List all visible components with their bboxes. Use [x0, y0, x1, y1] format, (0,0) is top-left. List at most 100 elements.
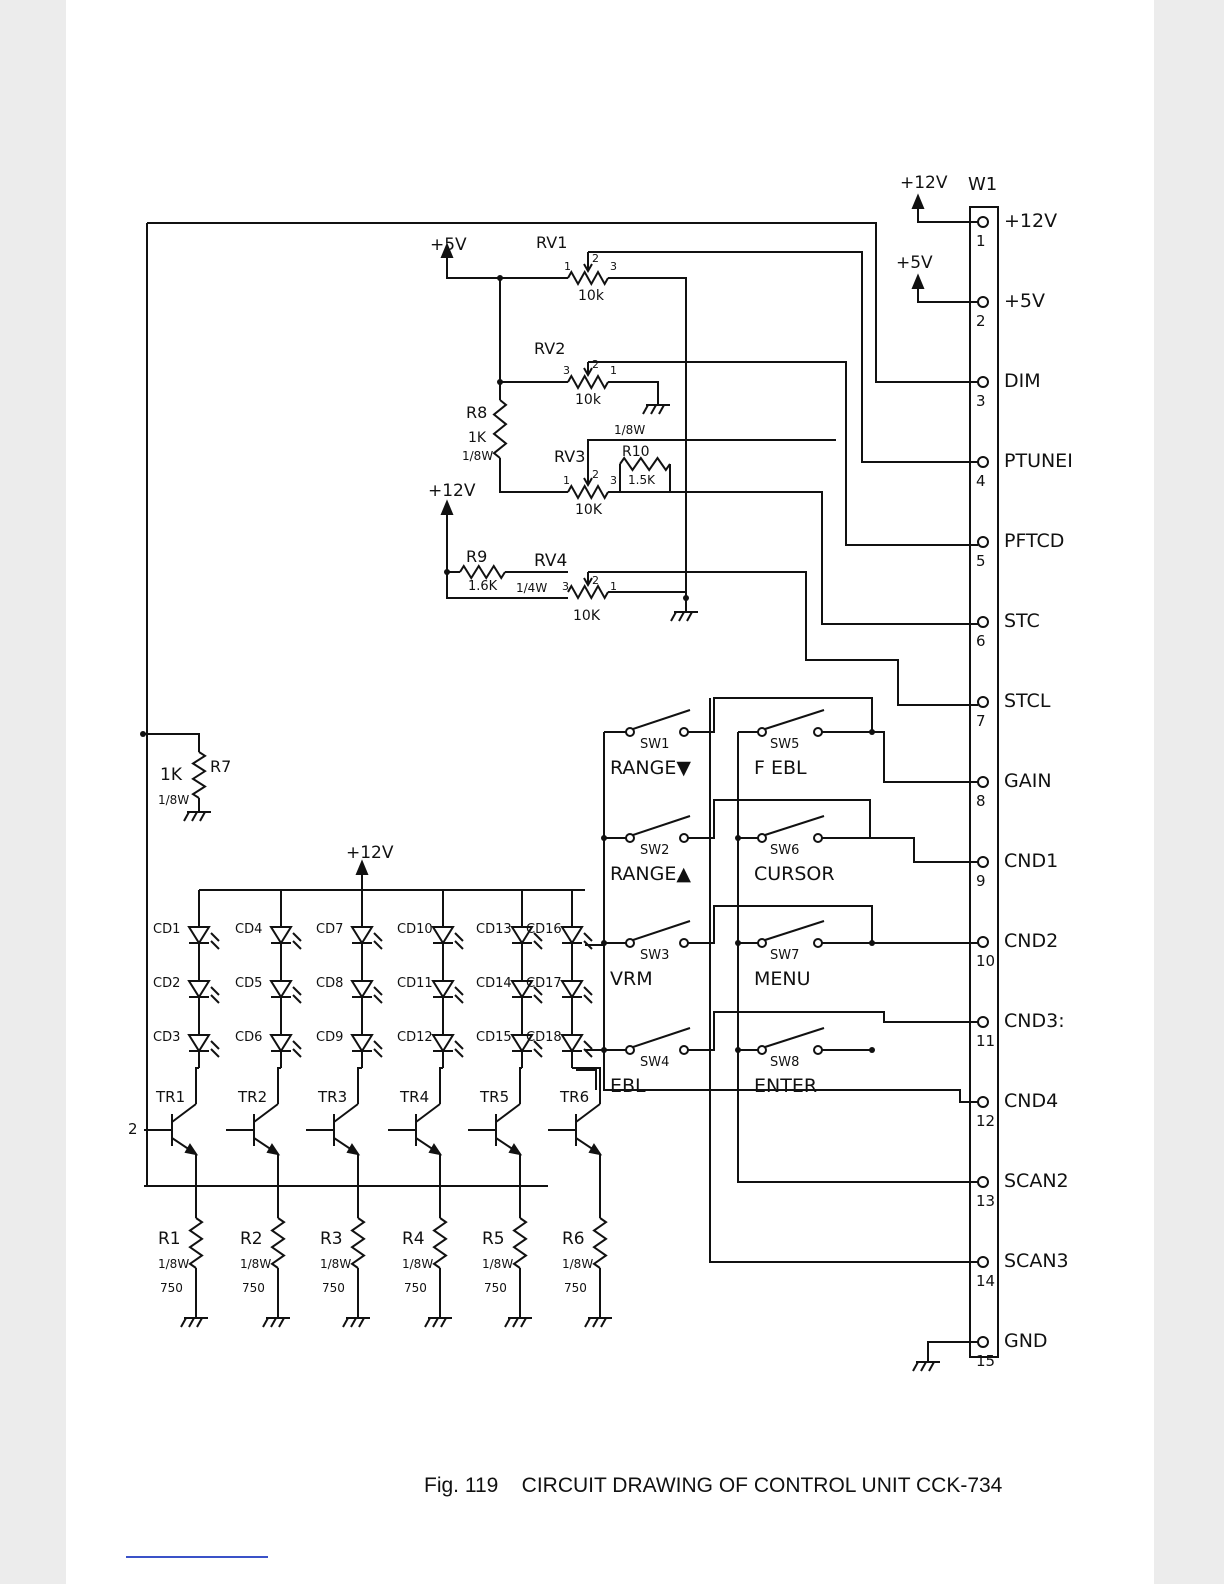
resistor-value: 1.5K: [628, 473, 656, 487]
connector-pin: [977, 856, 989, 868]
switch-contact: [625, 1045, 635, 1055]
led-emission: [583, 1040, 593, 1058]
resistor-symbol: [191, 751, 207, 799]
base-pin-label: 2: [128, 1120, 138, 1138]
supply-label: +5V: [430, 235, 467, 255]
ground-symbol: [180, 1317, 208, 1328]
transistor-emitter-arrow: [266, 1143, 281, 1156]
wire-v5-rv1: [446, 257, 568, 279]
switch-name: SW6: [770, 843, 799, 858]
wire-rv2-wiper-pftcd: [588, 361, 978, 546]
transistor-label: TR4: [399, 1088, 429, 1106]
pin-signal-label: GAIN: [1004, 770, 1052, 792]
supply-arrow: [440, 499, 454, 515]
connector-pin: [977, 1176, 989, 1188]
pin-signal-label: SCAN2: [1004, 1170, 1069, 1192]
transistor-emitter-arrow: [508, 1143, 523, 1156]
wire-tr-collector: [572, 1067, 601, 1104]
transistor-leads: [333, 1103, 359, 1155]
pot-name: RV2: [534, 339, 565, 358]
switch-contact: [625, 727, 635, 737]
transistor-leads: [495, 1103, 521, 1155]
pot-value: 10k: [578, 288, 605, 304]
led-label: CD4: [235, 922, 262, 937]
scan-margin-right: [1154, 0, 1224, 1584]
pin-number: 4: [976, 472, 986, 490]
switch-name: SW4: [640, 1055, 669, 1070]
scan-margin-left: [0, 0, 66, 1584]
pot-terminal: 3: [610, 474, 617, 487]
switch-name: SW2: [640, 843, 669, 858]
led-label: CD17: [526, 976, 562, 991]
transistor-label: TR5: [479, 1088, 509, 1106]
pin-signal-label: DIM: [1004, 370, 1041, 392]
ground-symbol: [912, 1361, 940, 1372]
junction-dot: [869, 729, 875, 735]
resistor-symbol: [512, 1217, 528, 1269]
pin-signal-label: PTUNEI: [1004, 450, 1073, 472]
resistor-watt: 1/8W: [158, 1257, 189, 1271]
led-symbol: [269, 980, 293, 999]
wire-tr-collector: [195, 1067, 199, 1104]
pot-name: RV3: [554, 447, 585, 466]
led-symbol: [560, 926, 584, 945]
components: [140, 193, 999, 1372]
led-emission: [583, 932, 593, 950]
resistor-watt: 1/4W: [516, 581, 547, 595]
connector-body: [969, 206, 999, 1358]
junction-dot: [497, 275, 503, 281]
led-symbol: [510, 1034, 534, 1053]
led-label: CD7: [316, 922, 343, 937]
led-symbol: [510, 926, 534, 945]
pot-terminal: 2: [592, 252, 599, 265]
led-emission: [533, 1040, 543, 1058]
component-labels: W11+12V2+5V3DIM4PTUNEI5PFTCD6STC7STCL8GA…: [128, 173, 1073, 1370]
pot-terminal: 1: [563, 474, 570, 487]
switch-contact: [757, 727, 767, 737]
junction-dot: [140, 731, 146, 737]
switch-label: MENU: [754, 968, 811, 990]
led-symbol: [350, 980, 374, 999]
switch-label: RANGE▼: [610, 757, 691, 779]
ground-symbol: [584, 1317, 612, 1328]
wire-rv1-wiper-ptune: [588, 251, 978, 463]
pot-value: 10K: [575, 502, 603, 518]
resistor-symbol: [350, 1217, 366, 1269]
resistor-value: 1K: [468, 430, 487, 446]
pin-signal-label: STC: [1004, 610, 1040, 632]
switch-blade: [632, 709, 691, 730]
wire-scan-left: [603, 732, 978, 1103]
wire-scan3: [709, 698, 978, 1263]
pin-signal-label: CND2: [1004, 930, 1058, 952]
switch-label: RANGE▲: [610, 863, 691, 885]
supply-arrow: [440, 242, 454, 258]
wire-v5-pin2: [917, 286, 978, 303]
switch-blade: [764, 815, 825, 836]
supply-label: +12V: [346, 843, 394, 863]
led-symbol: [350, 1034, 374, 1053]
led-label: CD2: [153, 976, 180, 991]
pin-number: 7: [976, 712, 986, 730]
resistor-name: R9: [466, 547, 487, 566]
transistor-emitter-arrow: [588, 1143, 603, 1156]
pin-signal-label: SCAN3: [1004, 1250, 1069, 1272]
wire-tr-collector: [357, 1067, 362, 1104]
transistor-label: TR3: [317, 1088, 347, 1106]
pot-terminal: 2: [592, 468, 599, 481]
led-symbol: [350, 926, 374, 945]
pot-wiper: [583, 572, 593, 588]
wire-cnd1: [870, 837, 978, 863]
wire-rv3-wiper: [587, 439, 836, 472]
led-label: CD6: [235, 1030, 262, 1045]
pot-terminal: 1: [610, 364, 617, 377]
led-symbol: [510, 980, 534, 999]
resistor-name: R3: [320, 1229, 343, 1249]
led-label: CD1: [153, 922, 180, 937]
resistor-name: R10: [622, 444, 650, 460]
junction-dot: [683, 595, 689, 601]
led-label: CD5: [235, 976, 262, 991]
ground-symbol: [262, 1317, 290, 1328]
resistor-watt: 1/8W: [562, 1257, 593, 1271]
connector-pin: [977, 536, 989, 548]
